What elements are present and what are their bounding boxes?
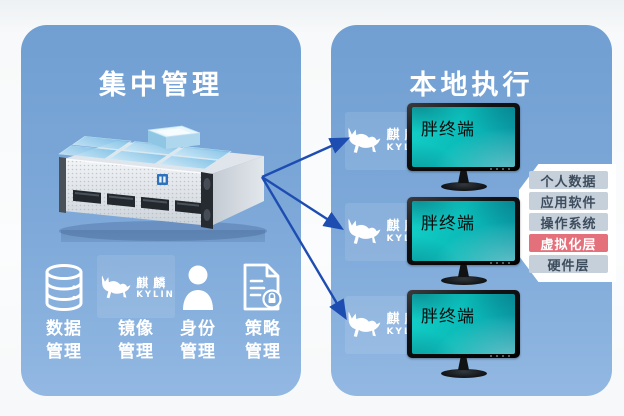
right-panel-title: 本地执行 [409, 70, 534, 101]
server-drive-bays [73, 189, 201, 214]
kylin-en-label: KYLIN [136, 289, 175, 300]
kylin-animal-icon [348, 311, 381, 337]
monitor-base [440, 182, 487, 191]
manager-policy: 策略 管理 [234, 258, 292, 364]
fat-terminal-monitor-3: 胖终端 [407, 290, 520, 378]
layer-application-software: 应用软件 [529, 192, 608, 211]
monitor-stand [458, 171, 469, 183]
kylin-animal-icon [348, 127, 381, 153]
monitor-bezel: 胖终端 [407, 103, 520, 171]
manager-image: 麒麟 KYLIN 镜像 管理 [100, 258, 175, 364]
kylin-animal-icon [348, 218, 381, 244]
server-reflection [61, 230, 265, 242]
monitor-buttons [490, 262, 512, 264]
manager-label: 镜像 管理 [118, 319, 154, 362]
server-side-face [211, 156, 264, 226]
kylin-cn-label: 麒麟 [136, 275, 171, 290]
server-illustration [58, 125, 267, 242]
layer-personal-data: 个人数据 [529, 171, 608, 190]
server-logo-badge [157, 174, 168, 185]
monitor-screen: 胖终端 [412, 294, 515, 354]
manager-label: 策略 管理 [245, 319, 281, 362]
layer-stack: 个人数据 应用软件 操作系统 虚拟化层 硬件层 [529, 171, 608, 276]
monitor-bezel: 胖终端 [407, 290, 520, 358]
layer-hardware: 硬件层 [529, 255, 608, 274]
monitor-bezel: 胖终端 [407, 197, 520, 265]
monitor-screen: 胖终端 [412, 201, 515, 261]
database-icon [35, 258, 93, 318]
fat-terminal-monitor-2: 胖终端 [407, 197, 520, 285]
monitor-stand [458, 265, 469, 277]
kylin-en-label: KYLIN [386, 144, 426, 153]
kylin-en-label: KYLIN [386, 328, 426, 337]
person-icon [170, 258, 226, 318]
kylin-en-label: KYLIN [386, 235, 426, 244]
fat-terminal-monitor-1: 胖终端 [407, 103, 520, 191]
manager-label: 身份 管理 [180, 319, 216, 362]
monitor-base [440, 369, 487, 378]
manager-data: 数据 管理 [35, 258, 93, 364]
layer-virtualization: 虚拟化层 [529, 234, 608, 253]
manager-label: 数据 管理 [46, 319, 82, 362]
server-left-bracket [59, 157, 66, 213]
kylin-logo: 麒麟 KYLIN [100, 258, 175, 318]
monitor-base [440, 276, 487, 285]
monitor-buttons [490, 168, 512, 170]
kylin-animal-icon [102, 275, 131, 299]
monitor-stand [458, 358, 469, 370]
screen-label: 胖终端 [421, 307, 475, 327]
server-glass-cube [147, 125, 201, 149]
left-panel-title: 集中管理 [99, 70, 223, 101]
monitor-screen: 胖终端 [412, 107, 515, 167]
screen-label: 胖终端 [421, 214, 475, 234]
manager-identity: 身份 管理 [170, 258, 226, 364]
monitor-buttons [490, 355, 512, 357]
screen-label: 胖终端 [421, 120, 475, 140]
layer-operating-system: 操作系统 [529, 213, 608, 232]
policy-doc-icon [234, 258, 292, 318]
